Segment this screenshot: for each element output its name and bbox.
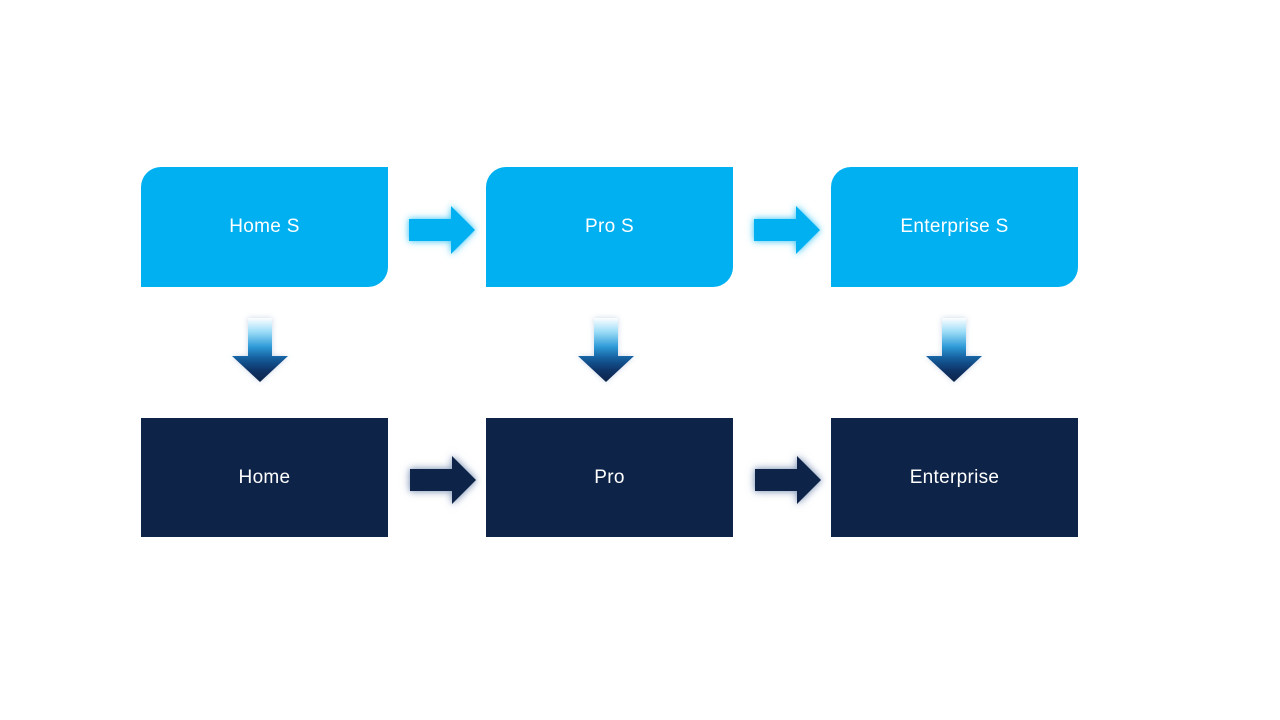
node-pro-label: Pro <box>594 466 625 488</box>
right-arrow-icon <box>410 456 476 504</box>
node-enterprise-label: Enterprise <box>909 466 1000 488</box>
down-arrow-icon <box>578 318 634 382</box>
node-home-s: Home S <box>141 167 388 287</box>
right-arrow-icon <box>409 206 475 254</box>
node-pro-s: Pro S <box>486 167 733 287</box>
node-home: Home <box>141 418 388 537</box>
node-pro: Pro <box>486 418 733 537</box>
right-arrow-icon <box>754 206 820 254</box>
down-arrow-icon <box>232 318 288 382</box>
down-arrow-icon <box>926 318 982 382</box>
node-enterprise: Enterprise <box>831 418 1078 537</box>
node-enterprise-s-label: Enterprise S <box>900 216 1009 237</box>
node-home-label: Home <box>238 466 291 488</box>
node-home-s-label: Home S <box>229 216 300 237</box>
node-pro-s-label: Pro S <box>584 216 635 237</box>
right-arrow-icon <box>755 456 821 504</box>
node-enterprise-s: Enterprise S <box>831 167 1078 287</box>
